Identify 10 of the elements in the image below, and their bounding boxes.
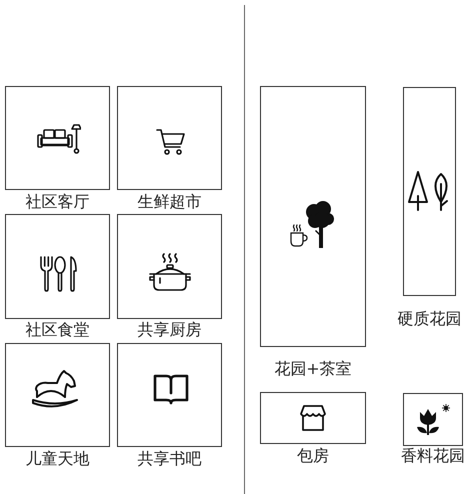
room-label: 硬质花园 [398,309,462,329]
room-label: 共享书吧 [138,449,202,469]
room-label: 包房 [297,446,329,466]
room-label: 儿童天地 [26,449,90,469]
room-label: 生鲜超市 [138,192,202,212]
room-label: 花园+茶室 [274,359,352,379]
room-label: 香料花园 [401,446,465,466]
room-label: 社区客厅 [26,192,90,212]
room-label: 共享厨房 [138,320,202,340]
room-label: 社区食堂 [26,320,90,340]
